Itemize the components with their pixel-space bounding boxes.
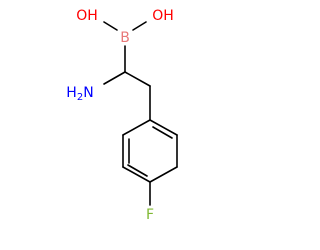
amine-subscript: 2 [77, 92, 83, 103]
atom-label-oh-left: OH [76, 8, 98, 24]
ring-bond-4 [122, 166, 151, 183]
ring-double-bond-bottom [127, 164, 148, 177]
atom-label-boron: B [120, 30, 130, 46]
atom-label-oh-right: OH [152, 8, 174, 24]
atom-label-fluorine: F [146, 207, 154, 223]
atom-labels: OH OH B H2N F [66, 8, 173, 223]
atom-label-amine: H2N [66, 85, 93, 103]
bond-calpha-ch2 [124, 71, 151, 87]
bond-calpha-n [103, 71, 126, 85]
ring-bond-3 [149, 166, 178, 183]
bond-b-oh-right [132, 21, 147, 31]
ring-double-bond-top-right [152, 126, 173, 139]
bond-b-oh-left [103, 21, 118, 31]
ring-bond-6 [122, 119, 151, 136]
molecule-structure: OH OH B H2N F [66, 8, 178, 223]
ring-bond-1 [149, 119, 178, 136]
bonds [103, 21, 178, 206]
